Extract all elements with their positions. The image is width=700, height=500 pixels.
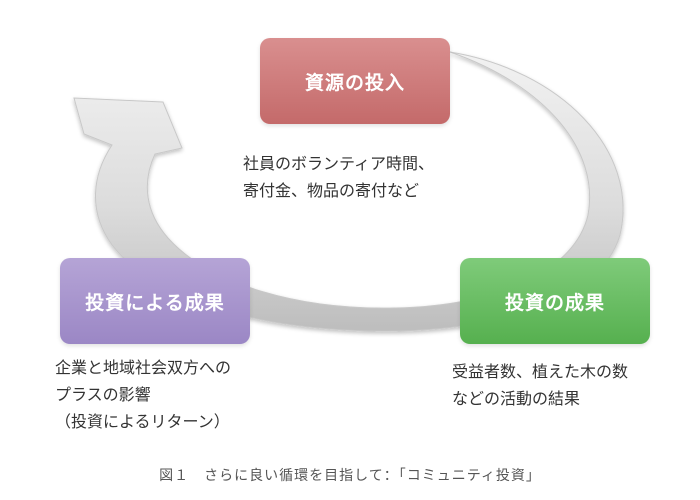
stage-desc-line: 社員のボランティア時間、 [243, 154, 435, 173]
stage-box-outcome: 投資による成果 [60, 258, 250, 344]
stage-box-result: 投資の成果 [460, 258, 650, 344]
stage-desc-line: 寄付金、物品の寄付など [243, 181, 420, 200]
figure-caption: 図１ さらに良い循環を目指して：「コミュニティ投資」 [159, 468, 541, 484]
stage-box-input: 資源の投入 [260, 38, 450, 124]
stage-desc-result: 受益者数、植えた木の数 などの活動の結果 [452, 358, 628, 412]
stage-desc-line: などの活動の結果 [452, 389, 581, 408]
stage-title-result: 投資の成果 [504, 291, 605, 314]
stage-desc-line: プラスの影響 [55, 385, 151, 404]
stage-desc-line: 受益者数、植えた木の数 [452, 362, 629, 381]
stage-title-input: 資源の投入 [304, 71, 405, 94]
stage-title-outcome: 投資による成果 [85, 291, 225, 314]
stage-desc-input: 社員のボランティア時間、 寄付金、物品の寄付など [243, 150, 434, 204]
stage-desc-outcome: 企業と地域社会双方への プラスの影響 （投資によるリターン） [55, 354, 231, 435]
stage-desc-line: （投資によるリターン） [55, 412, 230, 431]
stage-desc-line: 企業と地域社会双方への [55, 358, 232, 377]
